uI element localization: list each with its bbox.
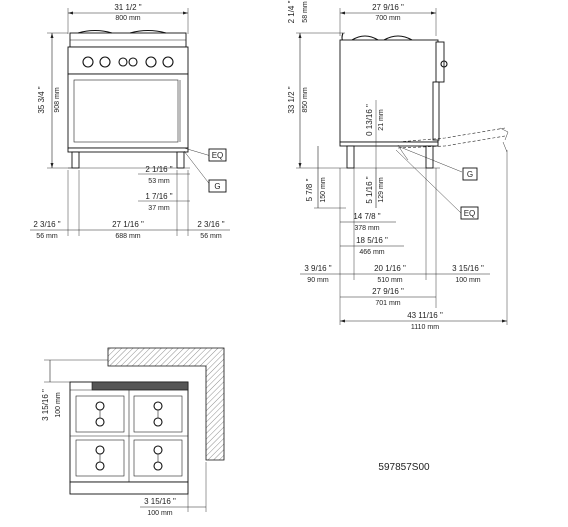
plan-bottom-in: 3 15/16 " [144, 497, 176, 506]
front-center-in: 27 1/16 " [112, 220, 144, 229]
front-dim-a-mm: 53 mm [148, 178, 170, 185]
front-left-mm: 56 mm [36, 233, 58, 240]
side-g-label: G [467, 170, 473, 179]
side-total-in: 27 9/16 " [372, 287, 404, 296]
side-leg-mm: 150 mm [320, 177, 327, 202]
front-right-in: 2 3/16 " [197, 220, 224, 229]
side-top-in: 2 1/4 " [287, 0, 296, 23]
plan-side-mm: 100 mm [55, 392, 62, 417]
side-left-in: 3 9/16 " [304, 264, 331, 273]
side-d1-mm: 21 mm [378, 109, 385, 131]
model-code: 597857S00 [378, 462, 430, 473]
side-total-mm: 701 mm [375, 300, 400, 307]
side-d2-in: 5 1/16 " [365, 176, 374, 203]
burner-grid [75, 395, 183, 477]
plan-bottom-mm: 100 mm [147, 510, 172, 517]
side-left-mm: 90 mm [307, 277, 329, 284]
front-width-mm: 800 mm [115, 15, 140, 22]
side-d4-in: 18 5/16 " [356, 236, 388, 245]
control-knobs [82, 56, 174, 68]
side-view: 2 1/4 " 58 mm 27 9/16 " 700 mm 33 1/2 " … [287, 0, 509, 331]
front-eq-label: EQ [212, 151, 224, 160]
side-depth-mm: 700 mm [375, 15, 400, 22]
side-mid-in: 20 1/16 " [374, 264, 406, 273]
side-depth-in: 27 9/16 " [372, 3, 404, 12]
front-g-box [208, 179, 227, 193]
side-mid-mm: 510 mm [377, 277, 402, 284]
side-right-in: 3 15/16 " [452, 264, 484, 273]
side-leg-in: 5 7/8 " [305, 178, 314, 201]
front-dim-a-in: 2 1/16 " [145, 165, 172, 174]
side-eq-box [460, 206, 479, 220]
side-right-mm: 100 mm [455, 277, 480, 284]
side-d2-mm: 129 mm [378, 177, 385, 202]
side-overall-mm: 1110 mm [411, 324, 439, 331]
side-d4-mm: 466 mm [359, 249, 384, 256]
front-view: 31 1/2 " 800 mm 35 3/4 " [30, 3, 230, 240]
front-g-label: G [214, 182, 220, 191]
front-height-in: 35 3/4 " [37, 86, 46, 113]
front-center-mm: 688 mm [115, 233, 140, 240]
plan-side-in: 3 15/16 " [41, 389, 50, 421]
side-g-box [462, 167, 478, 181]
side-eq-label: EQ [464, 209, 476, 218]
front-left-in: 2 3/16 " [33, 220, 60, 229]
side-d3-mm: 378 mm [354, 225, 379, 232]
side-top-mm: 58 mm [302, 1, 309, 23]
front-dim-b-in: 1 7/16 " [145, 192, 172, 201]
side-height-mm: 850 mm [302, 87, 309, 112]
side-overall-in: 43 11/16 " [407, 311, 443, 320]
plan-view: 3 15/16 " 100 mm [41, 347, 225, 517]
side-height-in: 33 1/2 " [287, 86, 296, 113]
front-height-mm: 908 mm [54, 87, 61, 112]
side-d1-in: 0 13/16 " [365, 104, 374, 136]
wall-hatch [107, 347, 225, 461]
front-dim-b-mm: 37 mm [148, 205, 170, 212]
front-right-mm: 56 mm [200, 233, 222, 240]
side-d3-in: 14 7/8 " [353, 212, 380, 221]
front-width-in: 31 1/2 " [114, 3, 141, 12]
front-eq-box [208, 148, 227, 162]
